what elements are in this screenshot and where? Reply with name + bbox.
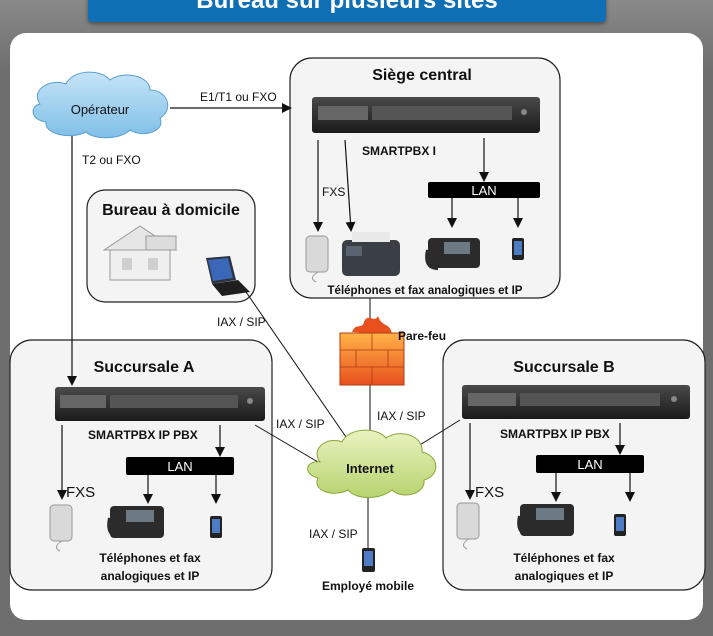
succursale-b-caption-1: Téléphones et fax: [513, 551, 615, 565]
house-icon: [102, 225, 178, 281]
succursale-a-pbx-label: SMARTPBX IP PBX: [88, 428, 198, 442]
internet-cloud: [307, 429, 437, 498]
link-label-e1: E1/T1 ou FXO: [200, 90, 277, 104]
ip-phone-icon: [425, 238, 480, 270]
succursale-b-fxs-label: FXS: [475, 484, 504, 501]
link-laptop-internet: [245, 291, 356, 451]
succursale-a-caption-1: Téléphones et fax: [99, 551, 201, 565]
pare-feu-icon: [339, 316, 405, 386]
succursale-a-caption-2: analogiques et IP: [101, 569, 200, 583]
fax-machine-icon: [342, 232, 400, 276]
link-label-iax-a: IAX / SIP: [276, 417, 325, 431]
employe-mobile-label: Employé mobile: [322, 579, 414, 593]
fax-line-siege: [344, 139, 356, 232]
pare-feu-label: Pare-feu: [398, 329, 446, 343]
succursale-a-lan-label: LAN: [167, 459, 192, 474]
succursale-b-title: Succursale B: [513, 359, 614, 376]
siege-caption: Téléphones et fax analogiques et IP: [328, 285, 523, 297]
succursale-b-lan-label: LAN: [577, 457, 602, 472]
siege-central-title: Siège central: [372, 67, 472, 84]
siege-lan-label: LAN: [471, 183, 496, 198]
operateur-cloud: [32, 71, 169, 139]
analog-phone-icon: [49, 504, 73, 552]
link-label-iax-mobile: IAX / SIP: [309, 527, 358, 541]
lan-bar-a: [126, 457, 234, 475]
succursale-b-pbx-label: SMARTPBX IP PBX: [500, 427, 610, 441]
link-succursale-b-internet: [414, 419, 461, 449]
link-label-iax-inet: IAX / SIP: [377, 409, 426, 423]
siege-pbx-label: SMARTPBX I: [362, 144, 436, 158]
analog-phone-icon: [305, 235, 329, 283]
smartpbx-rack-a: [55, 387, 265, 421]
siege-central-box: [289, 57, 561, 299]
ip-phone-icon: [107, 506, 164, 538]
link-succursale-a-internet: [254, 424, 319, 463]
laptop-icon: [206, 256, 250, 296]
smartpbx-rack-b: [462, 385, 690, 419]
lan-bar-siege: [428, 182, 540, 198]
mobile-phone-icon: [362, 548, 375, 572]
mobile-phone-icon: [210, 516, 222, 538]
siege-fxs-label: FXS: [322, 185, 345, 199]
link-label-t2: T2 ou FXO: [82, 153, 141, 167]
internet-label: Internet: [346, 461, 394, 476]
mobile-phone-icon: [512, 238, 524, 260]
succursale-a-title: Succursale A: [94, 359, 195, 376]
bureau-domicile-title: Bureau à domicile: [102, 202, 240, 219]
smartpbx-rack-siege: [312, 97, 540, 133]
link-label-iax-home: IAX / SIP: [217, 315, 266, 329]
succursale-b-caption-2: analogiques et IP: [515, 569, 614, 583]
page-title: Bureau sur plusieurs sites: [88, 0, 606, 22]
succursale-a-fxs-label: FXS: [66, 484, 95, 501]
analog-phone-icon: [456, 502, 480, 550]
operateur-label: Opérateur: [71, 102, 130, 117]
lan-bar-b: [536, 455, 644, 473]
ip-phone-icon: [517, 504, 574, 536]
mobile-phone-icon: [614, 514, 626, 536]
